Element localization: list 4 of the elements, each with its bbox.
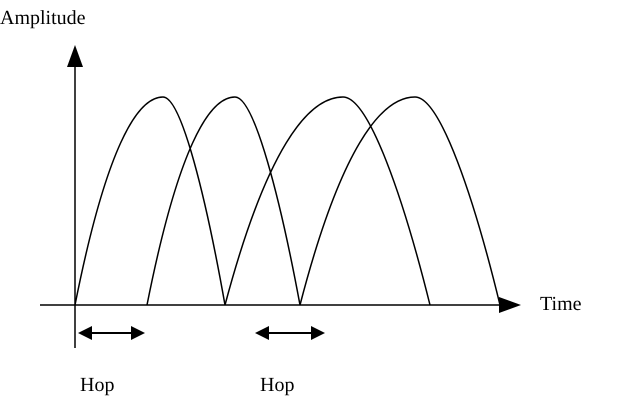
- hop-label: Hop: [80, 375, 114, 395]
- hop-label: Hop: [260, 375, 294, 395]
- axis-label: Time: [540, 294, 582, 314]
- axis-label: Amplitude: [0, 8, 86, 28]
